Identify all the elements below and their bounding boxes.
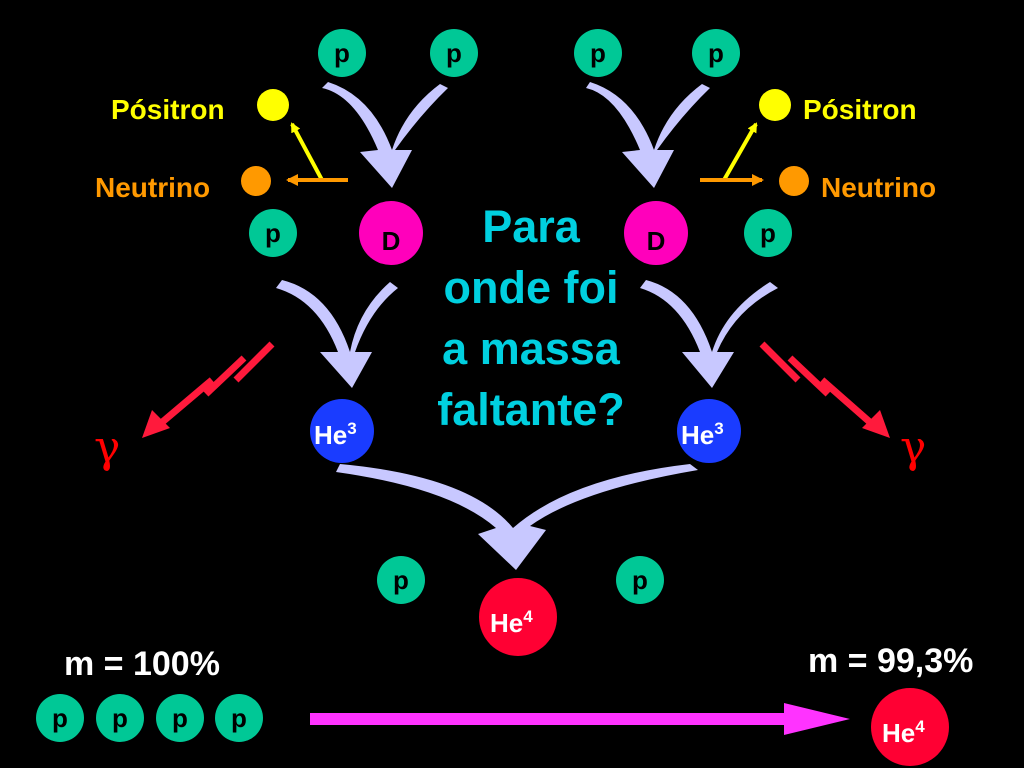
positron-label-right: Pósitron xyxy=(803,94,917,125)
helium3-symbol: He xyxy=(314,420,347,450)
gamma-symbol-right: γ xyxy=(900,422,927,473)
deuterium-node: D xyxy=(359,201,423,265)
proton-label: p xyxy=(632,565,648,595)
gamma-symbol-left: γ xyxy=(94,422,121,473)
proton-label: p xyxy=(52,703,68,733)
helium4-mass-number: 4 xyxy=(523,607,533,626)
neutrino-particle-right xyxy=(779,166,809,196)
proton-node: p xyxy=(249,209,297,257)
proton-node: p xyxy=(430,29,478,77)
helium4-node: He4 xyxy=(871,688,949,766)
helium3-label: He3 xyxy=(681,419,724,450)
deuterium-label: D xyxy=(382,226,401,256)
neutrino-particle-left xyxy=(241,166,271,196)
proton-node: p xyxy=(377,556,425,604)
proton-label: p xyxy=(112,703,128,733)
deuterium-label: D xyxy=(647,226,666,256)
proton-label: p xyxy=(446,38,462,68)
proton-label: p xyxy=(334,38,350,68)
flow-arrow-he3-merge xyxy=(336,464,698,570)
positron-label-left: Pósitron xyxy=(111,94,225,125)
helium3-node: He3 xyxy=(310,399,374,463)
flow-arrow-pp-left xyxy=(322,82,448,188)
helium3-label: He3 xyxy=(314,419,357,450)
flow-arrow-pp-right xyxy=(586,82,710,188)
proton-node: p xyxy=(36,694,84,742)
emission-arrows xyxy=(286,122,764,186)
gamma-arrow-left xyxy=(142,341,275,438)
proton-node: p xyxy=(616,556,664,604)
proton-label: p xyxy=(172,703,188,733)
proton-node: p xyxy=(215,694,263,742)
helium3-node: He3 xyxy=(677,399,741,463)
final-mass-label: m = 99,3% xyxy=(808,642,974,680)
helium3-mass-number: 3 xyxy=(347,419,356,438)
proton-node: p xyxy=(96,694,144,742)
helium4-symbol: He xyxy=(490,608,523,638)
helium3-symbol: He xyxy=(681,420,714,450)
positron-arrow-right xyxy=(700,122,758,182)
proton-label: p xyxy=(708,38,724,68)
helium4-label: He4 xyxy=(490,607,533,638)
deuterium-node: D xyxy=(624,201,688,265)
proton-label: p xyxy=(265,218,281,248)
transformation-arrow xyxy=(310,703,850,735)
positron-particle-left xyxy=(257,89,289,121)
proton-label: p xyxy=(590,38,606,68)
flow-arrow-dp-left xyxy=(276,280,398,388)
missing-mass-question: Para onde foi a massa faltante? xyxy=(437,201,625,435)
proton-node: p xyxy=(574,29,622,77)
neutrino-label-right: Neutrino xyxy=(821,172,937,203)
positron-particle-right xyxy=(759,89,791,121)
gamma-arrow-right xyxy=(759,341,890,438)
flow-arrows xyxy=(276,82,778,570)
proton-node: p xyxy=(156,694,204,742)
helium4-node: He4 xyxy=(479,578,557,656)
helium4-mass-number: 4 xyxy=(915,717,925,736)
helium4-label: He4 xyxy=(882,717,925,748)
proton-node: p xyxy=(744,209,792,257)
proton-node: p xyxy=(318,29,366,77)
initial-mass-label: m = 100% xyxy=(64,645,220,683)
proton-label: p xyxy=(760,218,776,248)
proton-label: p xyxy=(231,703,247,733)
gamma-arrows xyxy=(142,341,890,438)
positron-arrow-left xyxy=(290,122,346,182)
flow-arrow-dp-right xyxy=(640,280,778,388)
neutrino-label-left: Neutrino xyxy=(95,172,211,203)
helium3-mass-number: 3 xyxy=(714,419,723,438)
proton-node: p xyxy=(692,29,740,77)
proton-label: p xyxy=(393,565,409,595)
helium4-symbol: He xyxy=(882,718,915,748)
